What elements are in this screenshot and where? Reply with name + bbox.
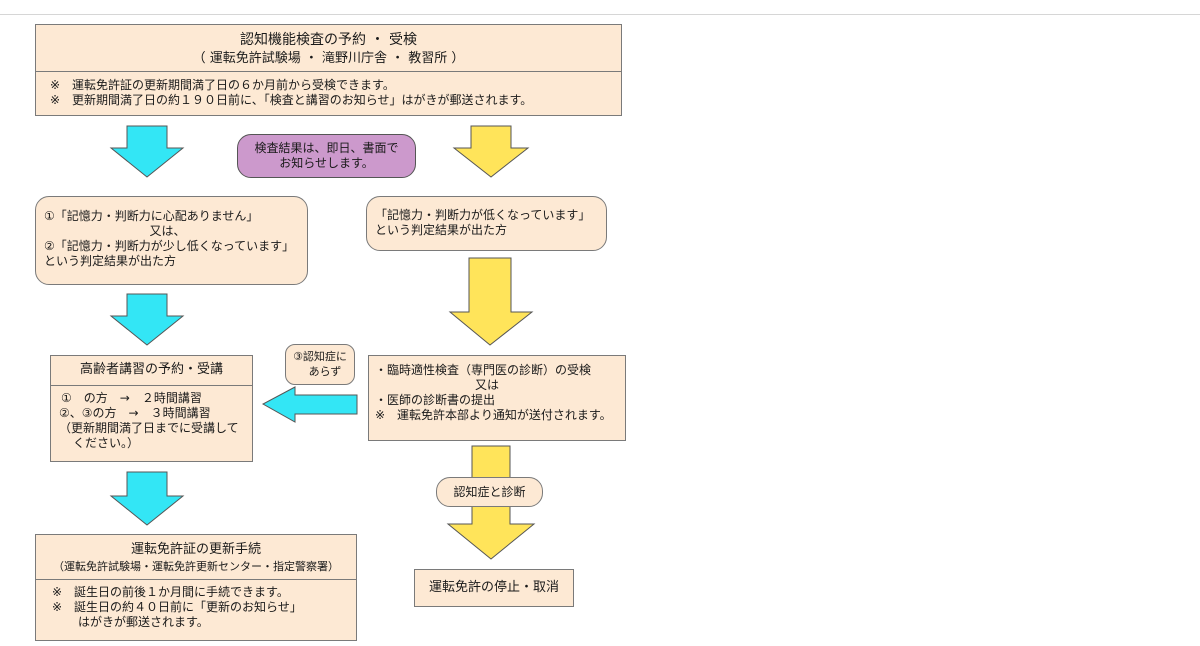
cyan-arrow-down-1	[109, 125, 185, 178]
lecture-line-1: ① の方 → ２時間講習	[61, 391, 202, 405]
lecture-line-4: ください。）	[73, 436, 140, 450]
not-dementia-line-1: ③認知症に	[293, 350, 347, 363]
left-result-line-2: 又は、	[149, 224, 186, 238]
renewal-note-1: ※ 誕生日の前後１か月間に手続できます。	[52, 585, 289, 599]
top-divider-line	[0, 14, 1200, 15]
exam-title: 認知機能検査の予約 ・ 受検	[240, 32, 417, 48]
result-notice-line-1: 検査結果は、即日、書面で	[254, 141, 399, 155]
yellow-arrow-down-1	[452, 125, 530, 178]
aptitude-exam-box: ・臨時適性検査（専門医の診断）の受検 又は ・医師の診断書の提出 ※ 運転免許本…	[368, 355, 626, 441]
renewal-title: 運転免許証の更新手続	[130, 542, 261, 557]
license-suspension-label: 運転免許の停止・取消	[428, 580, 559, 595]
license-suspension-box: 運転免許の停止・取消	[414, 569, 574, 607]
cyan-arrow-left	[261, 386, 358, 423]
exam-reservation-box: 認知機能検査の予約 ・ 受検 （ 運転免許試験場 ・ 滝野川庁舎 ・ 教習所 ）…	[35, 24, 622, 116]
left-result-line-1: ①「記憶力・判断力に心配ありません」	[44, 209, 259, 223]
left-result-box: ①「記憶力・判断力に心配ありません」 又は、 ②「記憶力・判断力が少し低くなって…	[35, 196, 308, 285]
license-renewal-box: 運転免許証の更新手続 （運転免許試験場・運転免許更新センター・指定警察署） ※ …	[35, 534, 357, 641]
lecture-line-2: ②、③の方 → ３時間講習	[59, 406, 211, 420]
exam-line-3: ・医師の診断書の提出	[375, 393, 496, 407]
not-dementia-bubble: ③認知症に あらず	[285, 344, 355, 385]
lecture-box: 高齢者講習の予約・受講 ① の方 → ２時間講習 ②、③の方 → ３時間講習 （…	[50, 355, 253, 462]
exam-locations: （ 運転免許試験場 ・ 滝野川庁舎 ・ 教習所 ）	[192, 51, 465, 66]
result-notice-bubble: 検査結果は、即日、書面で お知らせします。	[237, 134, 416, 178]
not-dementia-line-2: あらず	[308, 365, 342, 378]
lecture-title: 高齢者講習の予約・受講	[79, 362, 223, 377]
dementia-diagnosis-label: 認知症と診断	[453, 485, 526, 499]
result-notice-line-2: お知らせします。	[279, 156, 374, 170]
left-result-line-4: という判定結果が出た方	[44, 254, 177, 268]
dementia-diagnosis-bubble: 認知症と診断	[436, 477, 543, 507]
exam-line-2: 又は	[474, 378, 499, 392]
lecture-line-3: （更新期間満了日までに受講して	[59, 421, 239, 435]
renewal-note-3: はがきが郵送されます。	[78, 615, 209, 629]
yellow-arrow-down-2	[448, 257, 534, 346]
right-result-line-1: 「記憶力・判断力が低くなっています」	[375, 208, 591, 222]
exam-line-4: ※ 運転免許本部より通知が送付されます。	[375, 408, 612, 422]
right-result-box: 「記憶力・判断力が低くなっています」 という判定結果が出た方	[366, 196, 607, 251]
cyan-arrow-down-3	[109, 471, 185, 526]
renewal-locations: （運転免許試験場・運転免許更新センター・指定警察署）	[53, 560, 339, 573]
exam-note-1: ※ 運転免許証の更新期間満了日の６か月前から受検できます。	[50, 78, 395, 92]
exam-note-2: ※ 更新期間満了日の約１９０日前に、「検査と講習のお知らせ」はがきが郵送されます…	[50, 93, 533, 107]
left-result-line-3: ②「記憶力・判断力が少し低くなっています」	[44, 239, 295, 253]
cyan-arrow-down-2	[109, 293, 185, 346]
right-result-line-2: という判定結果が出た方	[375, 223, 508, 237]
renewal-note-2: ※ 誕生日の約４０日前に「更新のお知らせ」	[52, 600, 302, 614]
exam-line-1: ・臨時適性検査（専門医の診断）の受検	[375, 363, 592, 377]
